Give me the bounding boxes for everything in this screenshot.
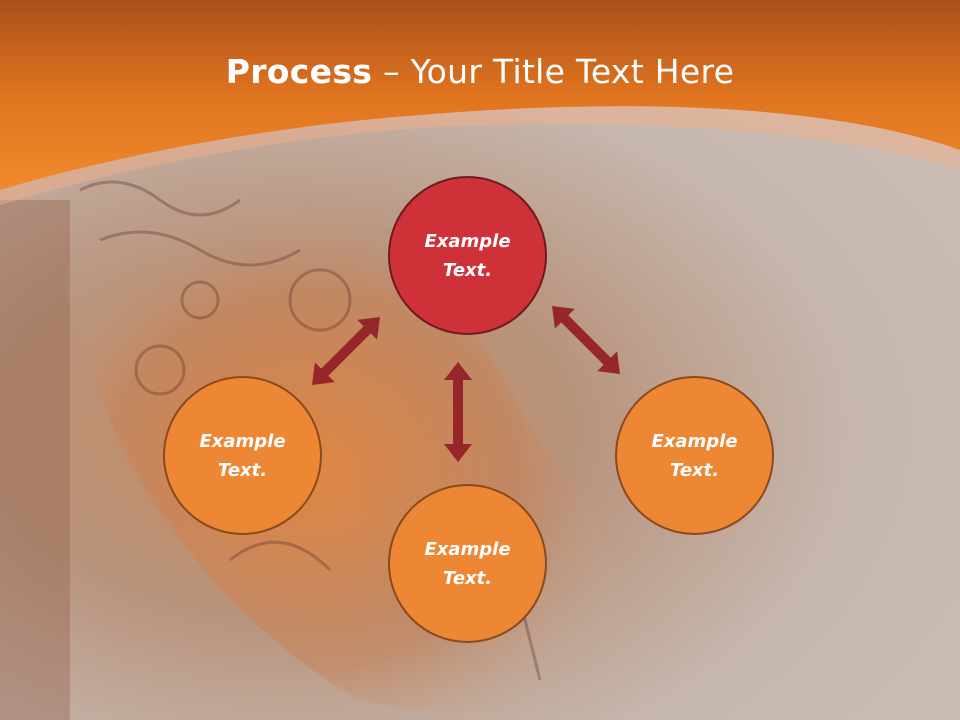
dark-side-band [0, 200, 70, 720]
arrows [312, 306, 620, 462]
slide-title: Process – Your Title Text Here [0, 52, 960, 91]
node-right[interactable]: Example Text. [615, 376, 774, 535]
node-left-label: Example Text. [199, 430, 286, 481]
title-bold: Process [225, 52, 373, 91]
node-left[interactable]: Example Text. [163, 376, 322, 535]
node-bottom[interactable]: Example Text. [388, 484, 547, 643]
node-right-label: Example Text. [651, 430, 738, 481]
header-swoosh [0, 106, 960, 205]
header-band [0, 0, 960, 190]
arrow-top-left [312, 317, 380, 385]
node-bottom-label: Example Text. [424, 538, 511, 589]
node-top[interactable]: Example Text. [388, 176, 547, 335]
node-top-label: Example Text. [424, 230, 511, 281]
arrow-vertical [444, 362, 472, 462]
arrow-top-right [552, 306, 620, 374]
title-rest: – Your Title Text Here [372, 52, 735, 91]
